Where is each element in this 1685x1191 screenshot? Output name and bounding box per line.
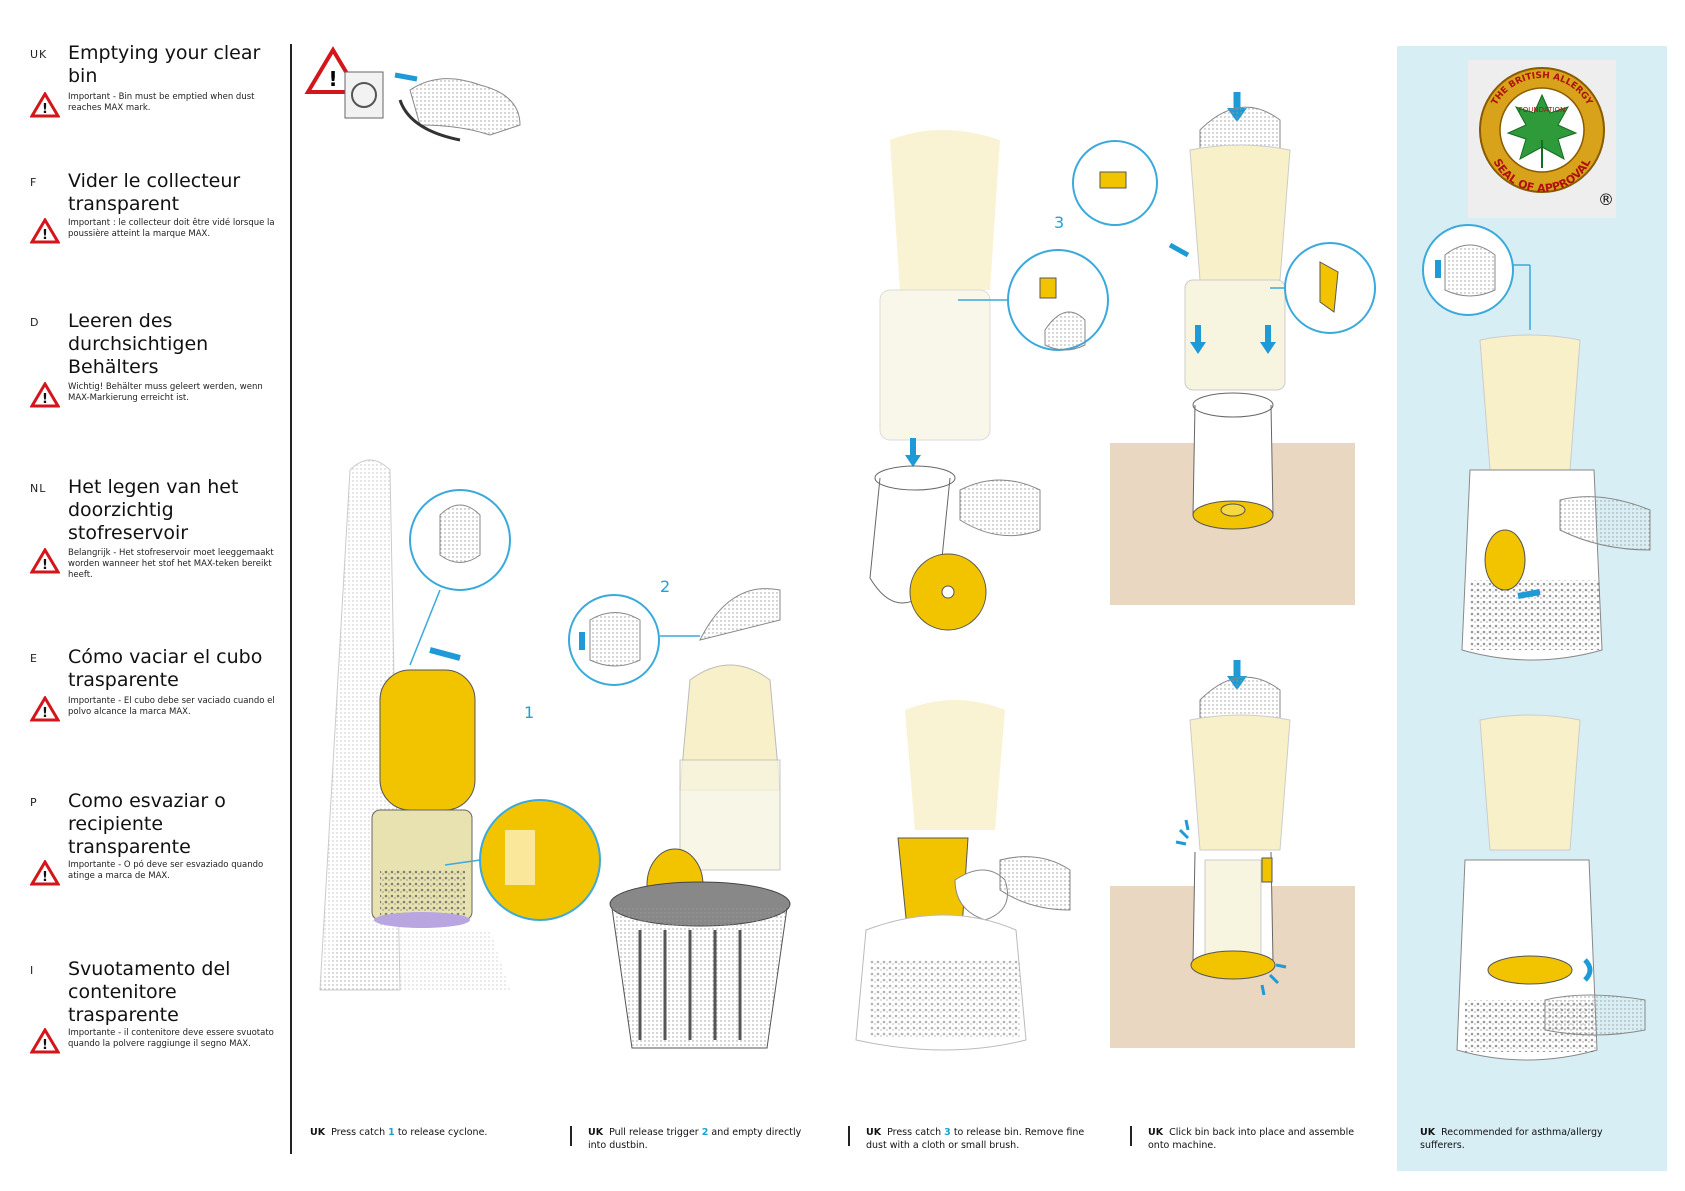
caption-divider (570, 1126, 572, 1146)
allergy-illustration-top (1423, 225, 1650, 660)
svg-text:2: 2 (660, 577, 670, 596)
caption-divider (848, 1126, 850, 1146)
step-2-illustration: 2 (569, 577, 790, 1048)
svg-text:FOUNDATION: FOUNDATION (1519, 106, 1566, 114)
caption-divider (1130, 1126, 1132, 1146)
step-1-illustration: 1 (320, 460, 600, 990)
unplug-illustration: ! (308, 50, 520, 140)
svg-text:1: 1 (524, 703, 534, 722)
step-3-illustration: 3 (856, 130, 1108, 1050)
svg-text:®: ® (1598, 190, 1614, 209)
allergy-illustration-bottom (1457, 715, 1645, 1060)
step-4-top-illustration (1073, 92, 1375, 605)
allergy-seal-logo: THE BRITISH ALLERGY SEAL OF APPROVAL FOU… (1468, 60, 1616, 218)
step-4-bottom-illustration (1110, 660, 1355, 1048)
svg-text:!: ! (328, 67, 337, 91)
svg-text:3: 3 (1054, 213, 1064, 232)
